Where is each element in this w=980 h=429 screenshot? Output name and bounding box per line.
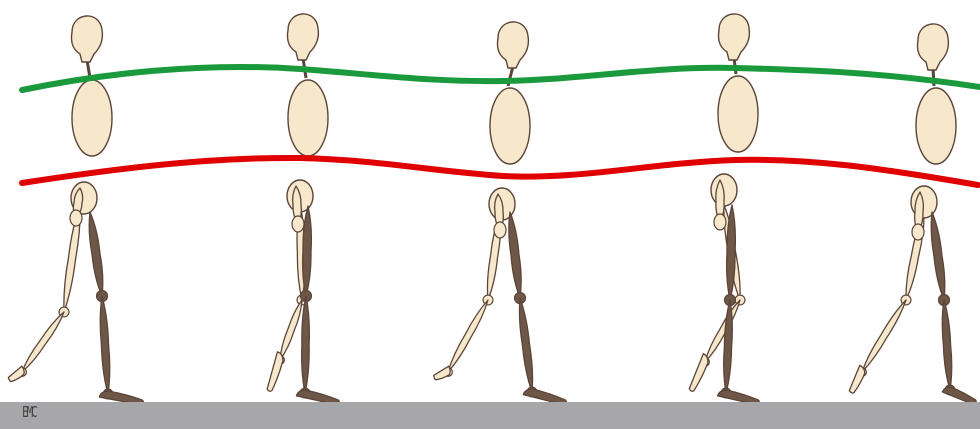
hand — [494, 222, 506, 238]
near-shin — [724, 300, 733, 393]
far-foot — [267, 352, 283, 391]
hip-level-line — [22, 158, 978, 185]
near-shin — [100, 296, 109, 394]
near-shin — [519, 298, 532, 392]
skull — [71, 16, 102, 62]
far-shin — [705, 300, 740, 362]
far-foot — [8, 366, 24, 382]
torso — [916, 88, 956, 164]
artist-signature-icon: EMC — [22, 403, 36, 421]
far-shin — [448, 300, 488, 372]
near-thigh — [509, 212, 521, 298]
near-thigh — [89, 212, 103, 296]
skull — [497, 22, 528, 68]
hand — [714, 214, 726, 230]
ground-strip — [0, 402, 980, 429]
far-foot — [849, 365, 864, 393]
skull — [718, 14, 749, 60]
hand — [292, 216, 304, 232]
shoulder-level-line — [22, 67, 980, 90]
near-thigh — [303, 206, 312, 296]
torso — [72, 80, 112, 156]
skull — [917, 24, 948, 70]
far-foot — [434, 366, 450, 380]
walk-pose-4 — [689, 14, 759, 405]
far-shin — [280, 300, 302, 360]
skull — [287, 14, 318, 60]
torso — [490, 88, 530, 164]
hand — [912, 224, 924, 240]
torso — [718, 76, 758, 152]
near-shin — [302, 296, 310, 393]
far-shin — [862, 300, 906, 372]
far-shin — [22, 312, 64, 372]
torso — [288, 80, 328, 156]
far-foot — [689, 354, 708, 392]
near-shin — [942, 300, 951, 390]
near-thigh — [931, 212, 945, 300]
hand — [70, 210, 82, 226]
